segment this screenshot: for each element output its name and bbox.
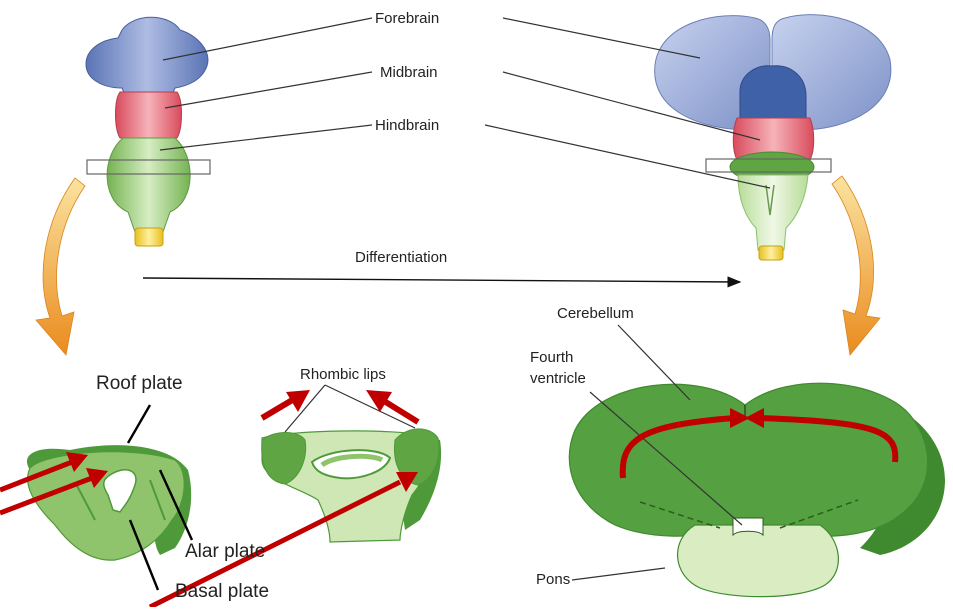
label-rhombic-lips: Rhombic lips bbox=[300, 366, 386, 383]
red-arrow-lip-right bbox=[384, 401, 418, 422]
label-basal-plate: Basal plate bbox=[175, 581, 269, 602]
label-hindbrain: Hindbrain bbox=[375, 117, 439, 134]
label-forebrain: Forebrain bbox=[375, 10, 439, 27]
label-differentiation: Differentiation bbox=[355, 249, 447, 266]
embryonic-brain bbox=[86, 17, 210, 246]
right-orange-arrow bbox=[832, 176, 880, 355]
embryonic-forebrain bbox=[86, 17, 208, 95]
embryonic-midbrain bbox=[116, 92, 182, 138]
pons bbox=[678, 525, 839, 597]
label-alar-plate: Alar plate bbox=[185, 541, 265, 562]
left-orange-arrow bbox=[36, 178, 85, 355]
label-fourth-ventricle-line2: ventricle bbox=[530, 370, 586, 387]
adult-midbrain-blue bbox=[740, 66, 806, 120]
cerebellum-pons: Cerebellum Fourth ventricle Pons bbox=[530, 305, 945, 597]
embryonic-hindbrain bbox=[107, 138, 190, 232]
label-pons: Pons bbox=[536, 571, 570, 588]
adult-brainstem bbox=[738, 175, 808, 250]
red-arrow-lip-left bbox=[262, 399, 294, 418]
label-midbrain: Midbrain bbox=[380, 64, 438, 81]
cross-section-early bbox=[27, 445, 191, 560]
label-cerebellum: Cerebellum bbox=[557, 305, 634, 322]
embryonic-spinal-cord bbox=[135, 228, 163, 246]
label-fourth-ventricle-line1: Fourth bbox=[530, 349, 573, 366]
differentiation-arrow: Differentiation bbox=[143, 249, 740, 282]
adult-spinal-cord bbox=[759, 246, 783, 260]
label-roof-plate: Roof plate bbox=[96, 373, 183, 394]
